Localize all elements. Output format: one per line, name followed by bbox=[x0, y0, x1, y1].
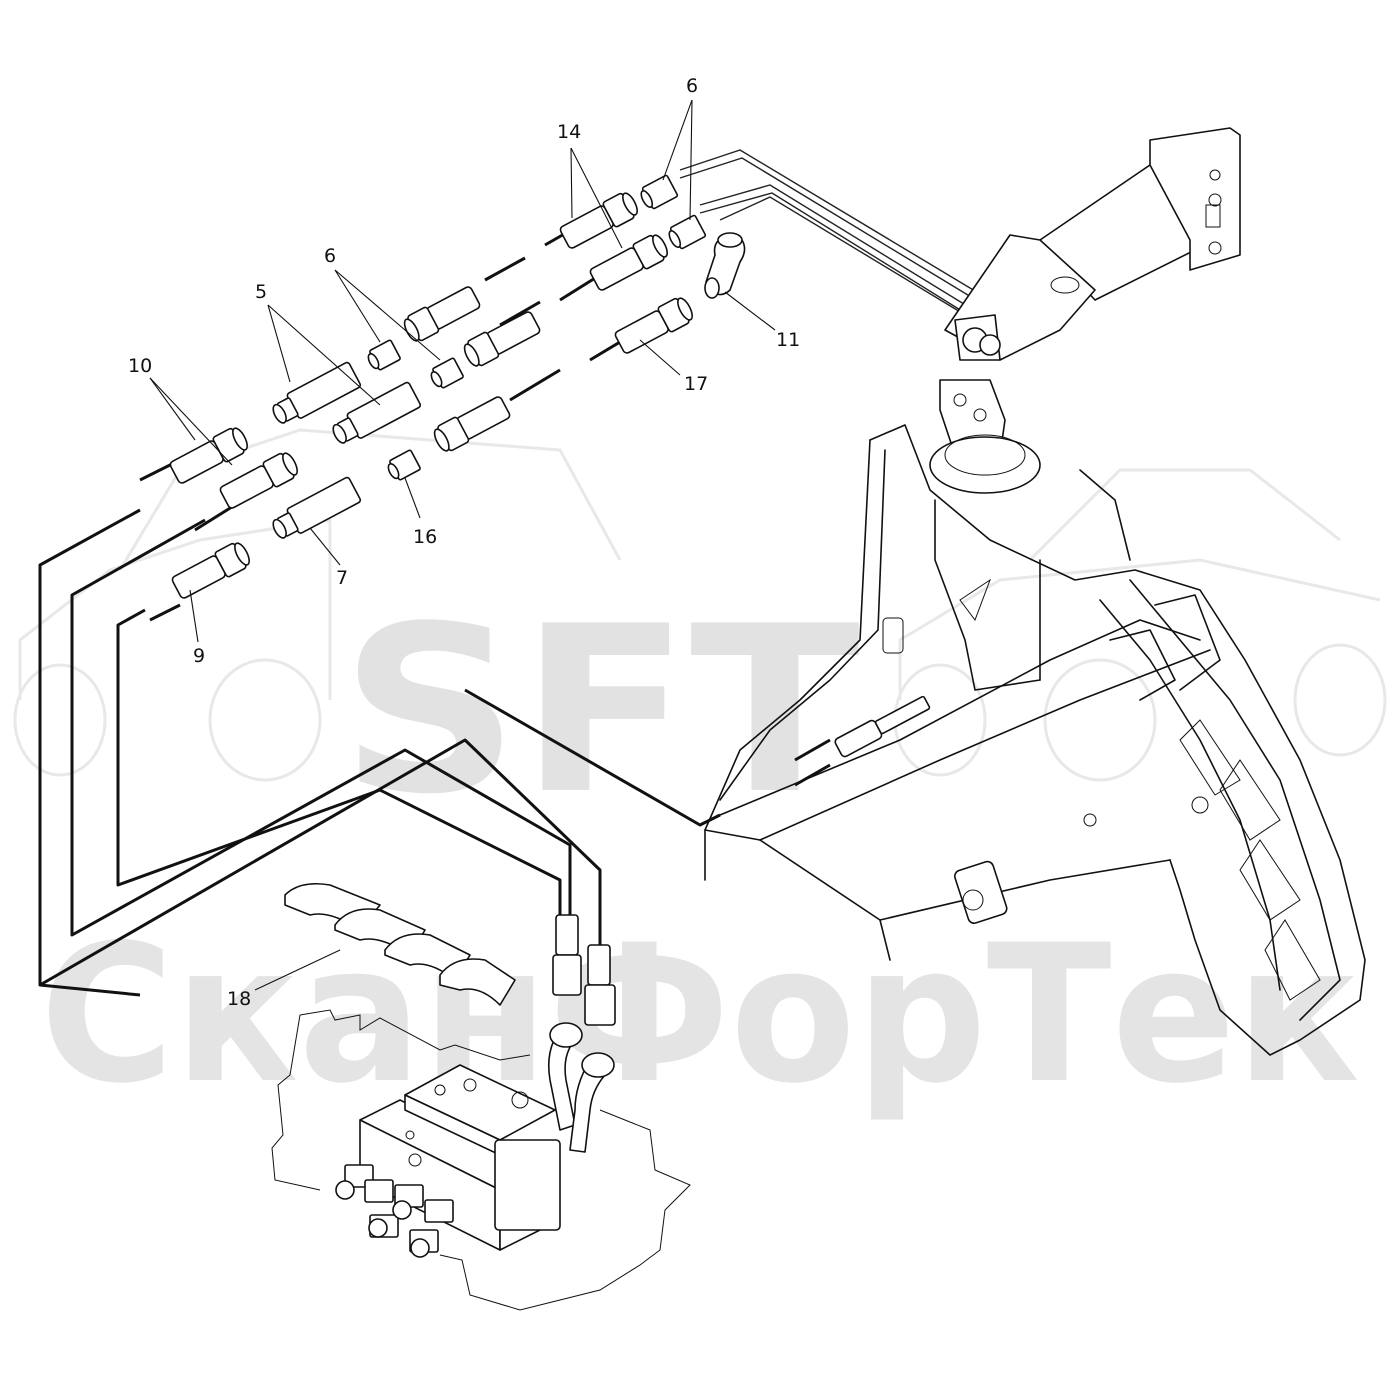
clamp-set-18 bbox=[284, 882, 516, 1006]
watermark: SFT СканФорТек bbox=[13, 428, 1387, 1125]
callout-18: 18 bbox=[227, 988, 251, 1010]
watermark-logo: SFT bbox=[340, 578, 860, 845]
callout-9: 9 bbox=[193, 645, 205, 667]
callout-14: 14 bbox=[557, 121, 581, 143]
elbow-11 bbox=[704, 232, 746, 299]
valve-spools bbox=[335, 1164, 454, 1258]
callout-6-top: 6 bbox=[686, 75, 698, 97]
callout-16: 16 bbox=[413, 526, 437, 548]
boom-arm bbox=[929, 127, 1241, 494]
control-valve-block bbox=[271, 1009, 691, 1311]
watermark-vehicle-outline bbox=[13, 428, 1387, 782]
hose-run-frame-link bbox=[464, 688, 721, 827]
callout-17: 17 bbox=[684, 373, 708, 395]
callout-labels: 6 14 6 5 10 11 17 16 7 9 18 bbox=[128, 75, 800, 1010]
hose-run-to-frame bbox=[39, 983, 141, 997]
hose-runs bbox=[38, 508, 721, 997]
hose-end-mid-3 bbox=[433, 396, 511, 452]
hose-end-17 bbox=[614, 297, 693, 354]
leader-lines bbox=[149, 99, 776, 991]
adapter-5a bbox=[272, 361, 362, 424]
adapter-5b bbox=[332, 381, 422, 444]
hose-run-inner bbox=[116, 608, 562, 915]
callout-6-middle: 6 bbox=[324, 245, 336, 267]
nipple-6d bbox=[668, 214, 707, 250]
hose-end-14a bbox=[559, 192, 638, 249]
callout-11: 11 bbox=[776, 329, 800, 351]
machine-frame bbox=[704, 424, 1366, 1056]
hose-end-14b bbox=[589, 234, 668, 291]
callout-5: 5 bbox=[255, 281, 267, 303]
nipple-6c bbox=[640, 174, 679, 210]
hose-assemblies bbox=[139, 174, 931, 787]
callout-10: 10 bbox=[128, 355, 152, 377]
callout-7: 7 bbox=[336, 567, 348, 589]
hose-end-frame bbox=[834, 695, 931, 758]
hose-end-mid-1 bbox=[403, 286, 481, 342]
nipple-6a bbox=[367, 339, 401, 371]
hose-end-10a bbox=[169, 427, 248, 484]
hose-end-9 bbox=[171, 542, 250, 599]
nipple-16 bbox=[387, 449, 421, 481]
hose-end-10b bbox=[219, 452, 298, 509]
hose-end-mid-2 bbox=[463, 311, 541, 367]
watermark-company-name: СканФорТек bbox=[40, 904, 1360, 1125]
thin-pipes bbox=[679, 149, 991, 331]
nipple-6b bbox=[430, 357, 464, 389]
valve-hose-ends bbox=[547, 914, 616, 1153]
hose-run-outer bbox=[38, 508, 602, 987]
adapter-7 bbox=[272, 476, 362, 539]
